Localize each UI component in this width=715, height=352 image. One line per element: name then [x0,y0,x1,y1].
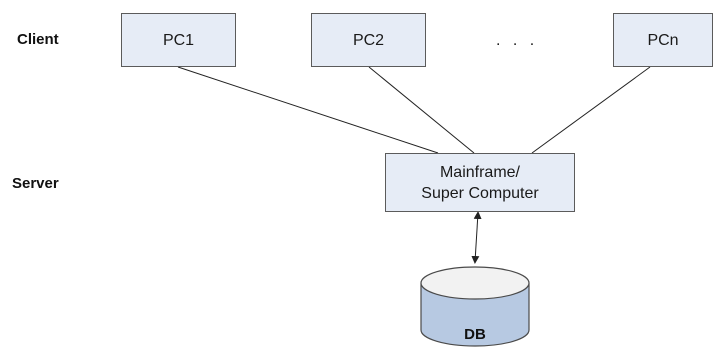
client-node-pcn: PCn [613,13,713,67]
link-pc1-server [177,66,439,154]
client-node-label: PC2 [352,31,385,49]
link-server-db-arrow [471,211,482,264]
client-node-label: PCn [647,31,679,49]
server-node-line2: Super Computer [421,184,539,202]
client-node-pc2: PC2 [311,13,426,67]
link-pcn-server [531,66,651,154]
database-body [420,283,530,347]
database-top [420,266,530,300]
database-label: DB [464,326,486,343]
ellipsis: . . . [496,32,539,49]
database-cylinder: DB [420,266,530,347]
client-node-label: PC1 [162,31,195,49]
client-tier-label: Client [17,31,59,48]
server-node: Mainframe/ Super Computer [385,153,575,212]
server-node-line1: Mainframe/ [439,163,520,181]
client-node-pc1: PC1 [121,13,236,67]
link-pc2-server [368,66,475,154]
server-tier-label: Server [12,175,59,192]
